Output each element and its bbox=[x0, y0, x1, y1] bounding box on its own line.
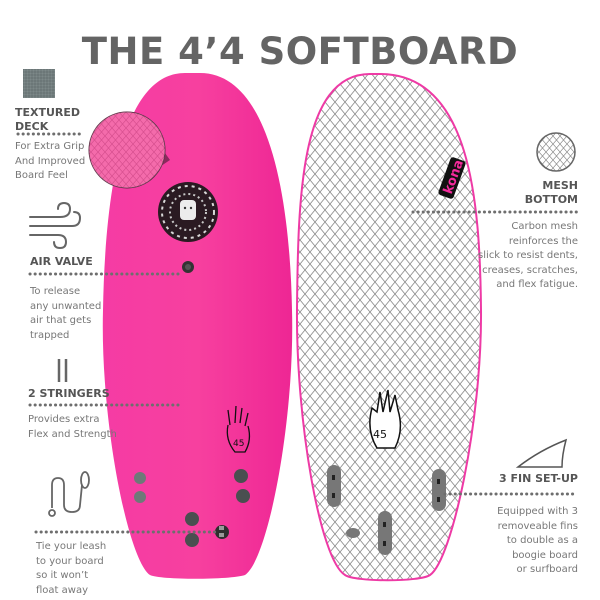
desc-line: to your board bbox=[36, 555, 104, 567]
desc-line: Carbon mesh bbox=[511, 221, 578, 232]
desc-line: boogie board bbox=[512, 549, 578, 561]
desc-line: so it won’t bbox=[36, 570, 89, 581]
leash-description: Tie your leash to your board so it won’t… bbox=[36, 540, 106, 598]
wind-icon bbox=[29, 201, 82, 250]
mesh-circle-icon bbox=[536, 132, 576, 172]
mesh-bottom-title-line2: BOTTOM bbox=[524, 193, 578, 206]
texture-swatch-icon bbox=[23, 69, 55, 98]
desc-line: Tie your leash bbox=[36, 541, 107, 552]
deck-fin-plugs bbox=[134, 469, 250, 547]
fin-boxes bbox=[327, 465, 446, 555]
desc-line: or surfboard bbox=[516, 564, 578, 575]
desc-line: creases, scratches, bbox=[482, 264, 578, 276]
desc-line: And Improved bbox=[15, 155, 86, 167]
fin-setup-title: 3 FIN SET-UP bbox=[498, 472, 578, 485]
stringers-description: Provides extra Flex and Strength bbox=[28, 413, 117, 442]
desc-line: slick to resist dents, bbox=[478, 250, 578, 261]
desc-line: any unwanted bbox=[30, 300, 102, 312]
air-valve-title: AIR VALVE bbox=[30, 255, 93, 268]
mesh-bottom-description: Carbon mesh reinforces the slick to resi… bbox=[458, 220, 578, 293]
desc-line: To release bbox=[30, 286, 81, 297]
mesh-bottom-title: MESH BOTTOM bbox=[478, 179, 578, 207]
texture-magnifier bbox=[88, 111, 170, 189]
textured-deck-title-line2: DECK bbox=[15, 120, 49, 133]
44-hand-logo-bottom: 45 bbox=[369, 389, 402, 449]
desc-line: air that gets bbox=[30, 315, 92, 326]
mesh-bottom-title-line1: MESH bbox=[542, 179, 578, 192]
desc-line: and flex fatigue. bbox=[496, 279, 578, 290]
double-line-icon bbox=[57, 359, 68, 382]
desc-line: Board Feel bbox=[15, 170, 68, 181]
stringers-title: 2 STRINGERS bbox=[28, 387, 110, 400]
svg-text:45: 45 bbox=[233, 439, 244, 449]
desc-line: For Extra Grip bbox=[15, 141, 85, 152]
textured-deck-title: TEXTURED DECK bbox=[15, 106, 80, 134]
44-hand-logo-deck: 45 bbox=[226, 405, 251, 453]
leader-lines bbox=[16, 132, 579, 534]
svg-text:45: 45 bbox=[373, 428, 387, 441]
bottom-board: kona 45 bbox=[295, 73, 483, 582]
desc-line: float away bbox=[36, 584, 88, 596]
medusa-logo bbox=[158, 182, 218, 242]
air-valve-description: To release any unwanted air that gets tr… bbox=[30, 285, 101, 343]
desc-line: removeable fins bbox=[497, 520, 578, 532]
desc-line: trapped bbox=[30, 329, 70, 341]
fin-setup-description: Equipped with 3 removeable fins to doubl… bbox=[458, 505, 578, 578]
desc-line: to double as a bbox=[506, 535, 578, 546]
fin-icon bbox=[515, 438, 568, 468]
desc-line: Equipped with 3 bbox=[497, 506, 578, 517]
deck-board: 45 bbox=[102, 73, 293, 579]
leash-icon bbox=[48, 471, 90, 517]
page-title: THE 4’4 SOFTBOARD bbox=[81, 30, 519, 73]
textured-deck-description: For Extra Grip And Improved Board Feel bbox=[15, 140, 85, 184]
desc-line: Flex and Strength bbox=[28, 428, 117, 440]
desc-line: Provides extra bbox=[28, 414, 100, 425]
desc-line: reinforces the bbox=[508, 235, 578, 247]
textured-deck-title-line1: TEXTURED bbox=[15, 106, 81, 119]
